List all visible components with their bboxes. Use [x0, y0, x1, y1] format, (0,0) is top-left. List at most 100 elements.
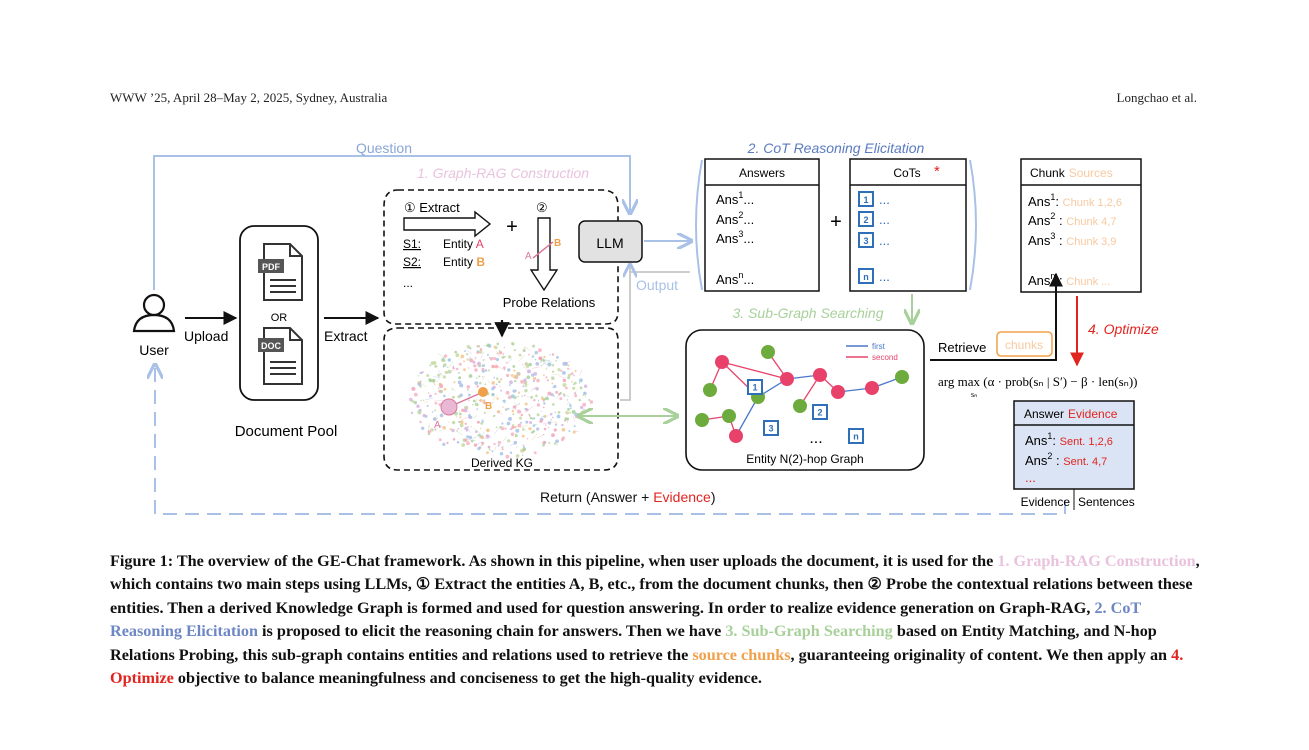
answer-item: Ans2... [716, 210, 754, 227]
kg-edge [542, 399, 545, 402]
answers-table [704, 158, 820, 292]
kg-dot [441, 358, 445, 362]
kg-dot [479, 348, 483, 351]
kg-dot [443, 363, 447, 367]
kg-edge [473, 436, 476, 439]
kg-dot [520, 421, 522, 424]
kg-edge [547, 363, 551, 368]
cot-badge-label: 1 [863, 195, 868, 205]
kg-dot [466, 385, 471, 389]
kg-dot [442, 375, 446, 379]
kg-edge [481, 418, 485, 421]
kg-dot [567, 364, 570, 367]
kg-dot [476, 408, 479, 410]
kg-dot [476, 420, 480, 424]
kg-dot [553, 395, 555, 398]
kg-dot [501, 427, 505, 431]
document-pool-label: Document Pool [235, 423, 338, 440]
kg-dot [456, 441, 460, 444]
kg-dot [434, 364, 438, 368]
kg-dot [513, 379, 517, 383]
cot-badge-icon [858, 268, 874, 284]
kg-dot [583, 408, 585, 411]
kg-edge [469, 357, 472, 364]
kg-dot [449, 428, 452, 431]
kg-dot [500, 378, 503, 381]
cot-item-text: ... [879, 233, 890, 248]
probe-relations-label: Probe Relations [503, 295, 596, 310]
kg-dot [502, 399, 506, 403]
evidence-ellipsis: ... [1025, 470, 1036, 485]
cot-badge-label: 2 [863, 215, 868, 225]
kg-edge [484, 437, 489, 439]
kg-dot [439, 384, 444, 389]
kg-dot [535, 424, 537, 426]
subgraph-node [865, 381, 879, 395]
kg-dot [561, 423, 564, 427]
kg-dot [509, 380, 513, 385]
kg-dot [422, 413, 426, 418]
kg-dot [419, 420, 422, 424]
kg-dot [417, 410, 422, 415]
kg-dot [474, 368, 478, 372]
retrieve-label: Retrieve [938, 340, 986, 355]
subgraph-edge [721, 361, 788, 380]
kg-dot [439, 413, 444, 418]
kg-dot [510, 374, 514, 377]
answer-item: Ans3... [716, 229, 754, 246]
kg-dot [477, 447, 481, 451]
kg-dot [532, 379, 536, 383]
kg-dot [452, 365, 454, 367]
subgraph-node [703, 383, 717, 397]
kg-edge [524, 406, 534, 413]
kg-dot [433, 417, 437, 421]
kg-dot [478, 399, 480, 402]
kg-edge [472, 364, 482, 367]
kg-dot [413, 401, 417, 405]
kg-a-label: A [434, 420, 441, 431]
kg-dot [543, 427, 547, 431]
kg-edge [434, 400, 436, 403]
kg-dot [561, 436, 565, 440]
knowledge-graph-cloud [408, 342, 594, 459]
kg-edge [433, 379, 435, 385]
kg-dot [419, 371, 423, 375]
kg-dot [524, 383, 528, 387]
kg-dot [456, 416, 458, 418]
kg-dot [458, 420, 461, 424]
kg-dot [547, 426, 550, 429]
kg-dot [567, 373, 571, 377]
kg-dot [513, 369, 516, 372]
kg-edge [437, 425, 443, 428]
kg-dot [428, 378, 433, 383]
kg-dot [578, 398, 581, 402]
kg-dot [420, 399, 422, 402]
kg-edge [573, 389, 578, 395]
kg-dot [541, 397, 545, 401]
kg-dot [458, 376, 462, 380]
extract-label: Extract [324, 328, 368, 344]
kg-dot [573, 425, 576, 428]
kg-dot [470, 426, 472, 428]
kg-dot [579, 378, 583, 383]
kg-dot [545, 424, 547, 426]
kg-dot [479, 400, 482, 403]
kg-dot [519, 373, 522, 375]
kg-edge [566, 401, 570, 406]
optimize-formula: arg max (α · prob(sₙ | S′) − β · len(sₙ)… [938, 374, 1138, 389]
kg-dot [575, 416, 578, 419]
return-label: Return (Answer + Evidence) [540, 489, 715, 505]
kg-edge [475, 398, 478, 403]
kg-dot [443, 354, 448, 358]
kg-dot [517, 423, 522, 428]
kg-dot [557, 368, 561, 372]
stage2-title: 2. CoT Reasoning Elicitation [747, 140, 925, 156]
kg-dot [511, 409, 515, 413]
right-parenthesis [969, 159, 977, 291]
kg-dot [472, 404, 474, 406]
kg-edge [518, 355, 525, 362]
kg-edge [455, 430, 463, 436]
left-parenthesis [695, 159, 703, 291]
